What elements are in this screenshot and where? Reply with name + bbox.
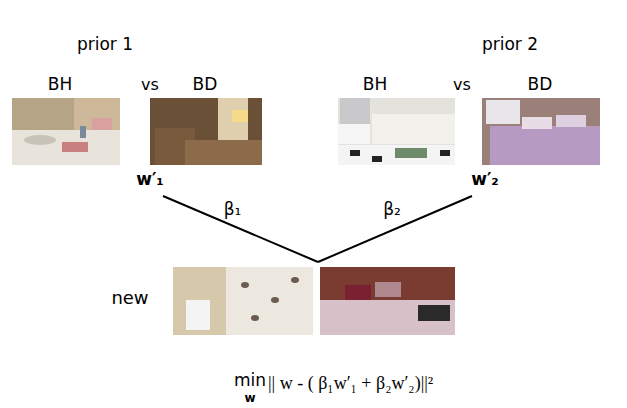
versus-text: vs [141, 76, 159, 94]
edge-weight-label: β₁ [224, 200, 242, 220]
butterfly [271, 297, 279, 303]
panel-title: new [111, 288, 148, 309]
butterfly [251, 315, 259, 321]
weight-vector: w′₂ [471, 170, 499, 190]
formula-subscript: w [244, 392, 255, 406]
formula-expression: || w - ( β₁w′₁ + β₂w′₂)||² [268, 373, 433, 394]
new-task-panel: new [100, 262, 462, 340]
versus-text: vs [453, 76, 471, 94]
mirror [12, 98, 74, 132]
panel-title: prior 2 [482, 35, 538, 55]
floor-tile [372, 156, 382, 162]
weight-vector: w′₁ [136, 170, 164, 190]
sink [24, 135, 56, 145]
bottle [80, 126, 86, 138]
bed [185, 140, 262, 165]
clothes [418, 305, 450, 321]
formula-operator: min [234, 371, 266, 391]
class-name: BH [363, 75, 387, 95]
prior-panel: prior 2 BH vs BD w′₂ [332, 30, 606, 196]
floor-tile [440, 150, 450, 156]
bedroom-photo [482, 98, 600, 165]
floor [338, 145, 455, 165]
bathroom-photo [338, 98, 455, 165]
butterfly [291, 277, 299, 283]
bathroom-photo [12, 98, 120, 165]
bath-mat [395, 148, 427, 158]
edge-weight-label: β₂ [383, 200, 401, 220]
cabinet [372, 114, 455, 144]
towel [62, 142, 88, 152]
weight-link [318, 196, 472, 262]
bed [490, 126, 600, 165]
butterfly [241, 282, 249, 288]
window-blinds [340, 98, 370, 124]
toilet [186, 300, 210, 330]
bed [320, 300, 455, 335]
weight-link [163, 196, 318, 262]
window [486, 100, 520, 124]
pillow [556, 115, 586, 127]
lamp-shade [232, 110, 248, 122]
class-name: BH [48, 75, 72, 95]
class-name: BD [193, 75, 218, 95]
class-name: BD [528, 75, 553, 95]
towel [92, 118, 112, 130]
panel-title: prior 1 [77, 35, 133, 55]
pillow [345, 285, 371, 300]
floor-tile [350, 150, 360, 156]
bedroom-photo [150, 98, 262, 165]
bedroom-photo [320, 267, 455, 335]
bathroom-photo [173, 267, 313, 335]
pillow [375, 282, 401, 297]
counter [12, 130, 120, 165]
shower-curtain [226, 267, 313, 335]
pillow [522, 117, 552, 129]
bathtub [338, 124, 370, 144]
prior-panel: prior 1BH vs BD w′₁ [8, 30, 270, 196]
